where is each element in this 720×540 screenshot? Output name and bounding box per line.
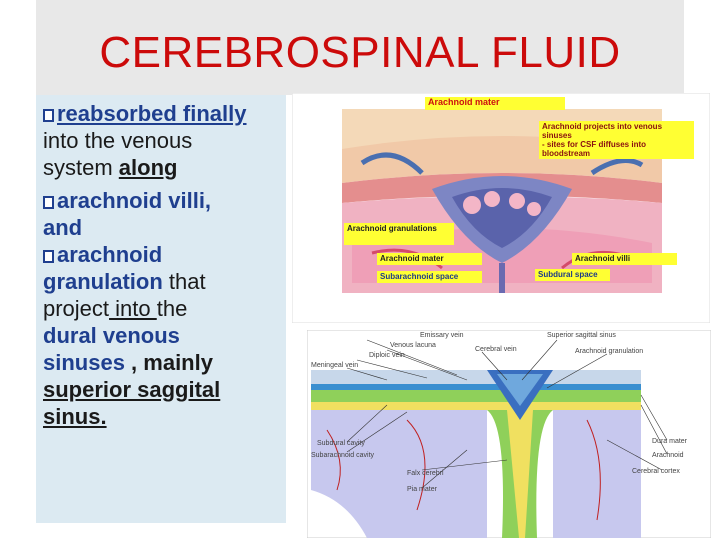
that-word: that xyxy=(162,269,206,294)
the-word: the xyxy=(156,296,188,321)
bullet-line-2: arachnoid villi, xyxy=(43,187,283,214)
into-word: into xyxy=(109,296,157,321)
label-subdural-space: Subdural space xyxy=(535,269,610,281)
label-meningeal-vein: Meningeal vein xyxy=(311,362,359,369)
label-arachnoid-granulation: Arachnoid granulation xyxy=(575,348,644,355)
body-line-project: project into the xyxy=(43,295,283,322)
slide-title: CEREBROSPINAL FLUID xyxy=(99,28,621,77)
label-cerebral-cortex: Cerebral cortex xyxy=(632,468,680,475)
text-panel xyxy=(36,95,286,523)
meninges-illustration xyxy=(307,330,711,538)
label-arachnoid-mater-top: Arachnoid mater xyxy=(425,97,565,110)
body-line-and: and xyxy=(43,215,83,240)
mainly-word: , mainly xyxy=(124,350,213,375)
label-pia-mater: Pia mater xyxy=(407,486,437,493)
body-line-sinuses: sinuses , mainly xyxy=(43,349,283,376)
bullet-line-1: reabsorbed finally xyxy=(43,100,283,127)
label-arachnoid-granulations: Arachnoid granulations xyxy=(344,223,454,245)
label-arachnoid-villi: Arachnoid villi xyxy=(572,253,677,265)
label-subdural-cavity: Subdural cavity xyxy=(317,440,365,447)
body-line-3: system along xyxy=(43,154,283,181)
granulation-word: granulation xyxy=(43,269,163,294)
arachnoid-granulation-figure: Arachnoid mater Arachnoid projects into … xyxy=(292,93,710,323)
checkbox-bullet-icon xyxy=(43,250,54,263)
label-subarachnoid-space: Subarachnoid space xyxy=(377,271,482,283)
label-diploic-vein: Diploic vein xyxy=(369,352,405,359)
meninges-cross-section-figure: Emissary vein Venous lacuna Diploic vein… xyxy=(307,330,711,538)
label-subarachnoid-cavity: Subarachnoid cavity xyxy=(311,452,375,459)
label-dura-mater: Dura mater xyxy=(652,438,688,445)
label-cerebral-vein: Cerebral vein xyxy=(475,346,517,353)
body-line-sinus: sinus. xyxy=(43,404,107,429)
label-venous-lacuna: Venous lacuna xyxy=(390,342,436,349)
label-sites-csf-diffuses: - sites for CSF diffuses into bloodstrea… xyxy=(539,139,694,159)
body-line-3-plain: system xyxy=(43,155,119,180)
label-superior-sagittal-sinus: Superior sagittal sinus xyxy=(547,332,616,339)
checkbox-bullet-icon xyxy=(43,196,54,209)
label-arachnoid: Arachnoid xyxy=(652,452,684,459)
label-arachnoid-mater-mid: Arachnoid mater xyxy=(377,253,482,265)
title-band xyxy=(36,0,684,95)
body-line-granulation: granulation that xyxy=(43,268,283,295)
project-word: project xyxy=(43,296,110,321)
bullet-1-text: reabsorbed finally xyxy=(57,101,247,126)
sinuses-word: sinuses xyxy=(43,350,125,375)
bullet-3-text: arachnoid xyxy=(57,242,163,267)
body-line-dural: dural venous xyxy=(43,323,180,348)
label-projects-venous-sinuses: Arachnoid projects into venous sinuses xyxy=(539,121,694,140)
checkbox-bullet-icon xyxy=(43,109,54,122)
body-line-3-underlined: along xyxy=(118,155,178,180)
bullet-line-3: arachnoid xyxy=(43,241,283,268)
body-line-2: into the venous xyxy=(43,128,193,153)
label-falx-cerebri: Falx cerebri xyxy=(407,470,444,477)
body-text: reabsorbed finally into the venous syste… xyxy=(43,100,283,430)
bullet-2-text: arachnoid villi, xyxy=(57,188,212,213)
label-emissary-vein: Emissary vein xyxy=(420,332,464,339)
body-line-superior: superior saggital xyxy=(43,377,221,402)
